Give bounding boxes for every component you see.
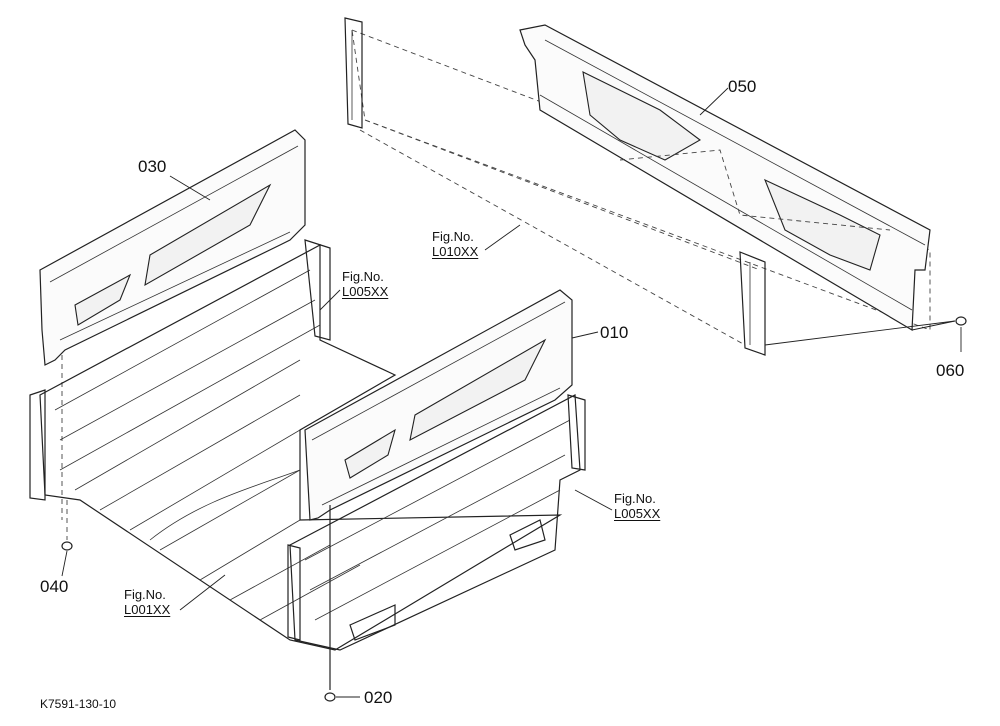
panel-030 [39,129,306,520]
part-label-030: 030 [138,157,167,176]
fig-ref-l005-right-code: L005XX [614,505,661,521]
fastener-040 [61,500,73,577]
fig-ref-l001[interactable]: Fig.No. L001XX [124,587,171,618]
fastener-020 [324,505,360,702]
diagram-code: K7591-130-10 [40,697,117,711]
leaders [169,87,729,611]
part-label-050: 050 [728,77,757,96]
fig-ref-l005-left-code: L005XX [342,283,389,299]
fastener-060 [764,316,967,352]
fig-ref-l001-label: Fig.No. [124,587,166,602]
fig-ref-l005-right[interactable]: Fig.No. L005XX [614,491,661,522]
part-label-020: 020 [364,688,393,707]
bed-right-side [287,394,586,651]
part-label-060: 060 [936,361,965,380]
fig-ref-l005-left[interactable]: Fig.No. L005XX [342,269,389,300]
panel-050 [519,24,931,332]
part-label-040: 040 [40,577,69,596]
fig-ref-l010-label: Fig.No. [432,229,474,244]
panel-010 [304,289,573,521]
fig-ref-l010[interactable]: Fig.No. L010XX [432,229,479,260]
fig-ref-l010-code: L010XX [432,243,479,259]
fig-ref-l005-left-label: Fig.No. [342,269,384,284]
bed-floor [29,239,563,651]
part-label-010: 010 [600,323,629,342]
fig-ref-l001-code: L001XX [124,601,171,617]
fig-ref-l005-right-label: Fig.No. [614,491,656,506]
rear-panel-outline [344,17,931,356]
